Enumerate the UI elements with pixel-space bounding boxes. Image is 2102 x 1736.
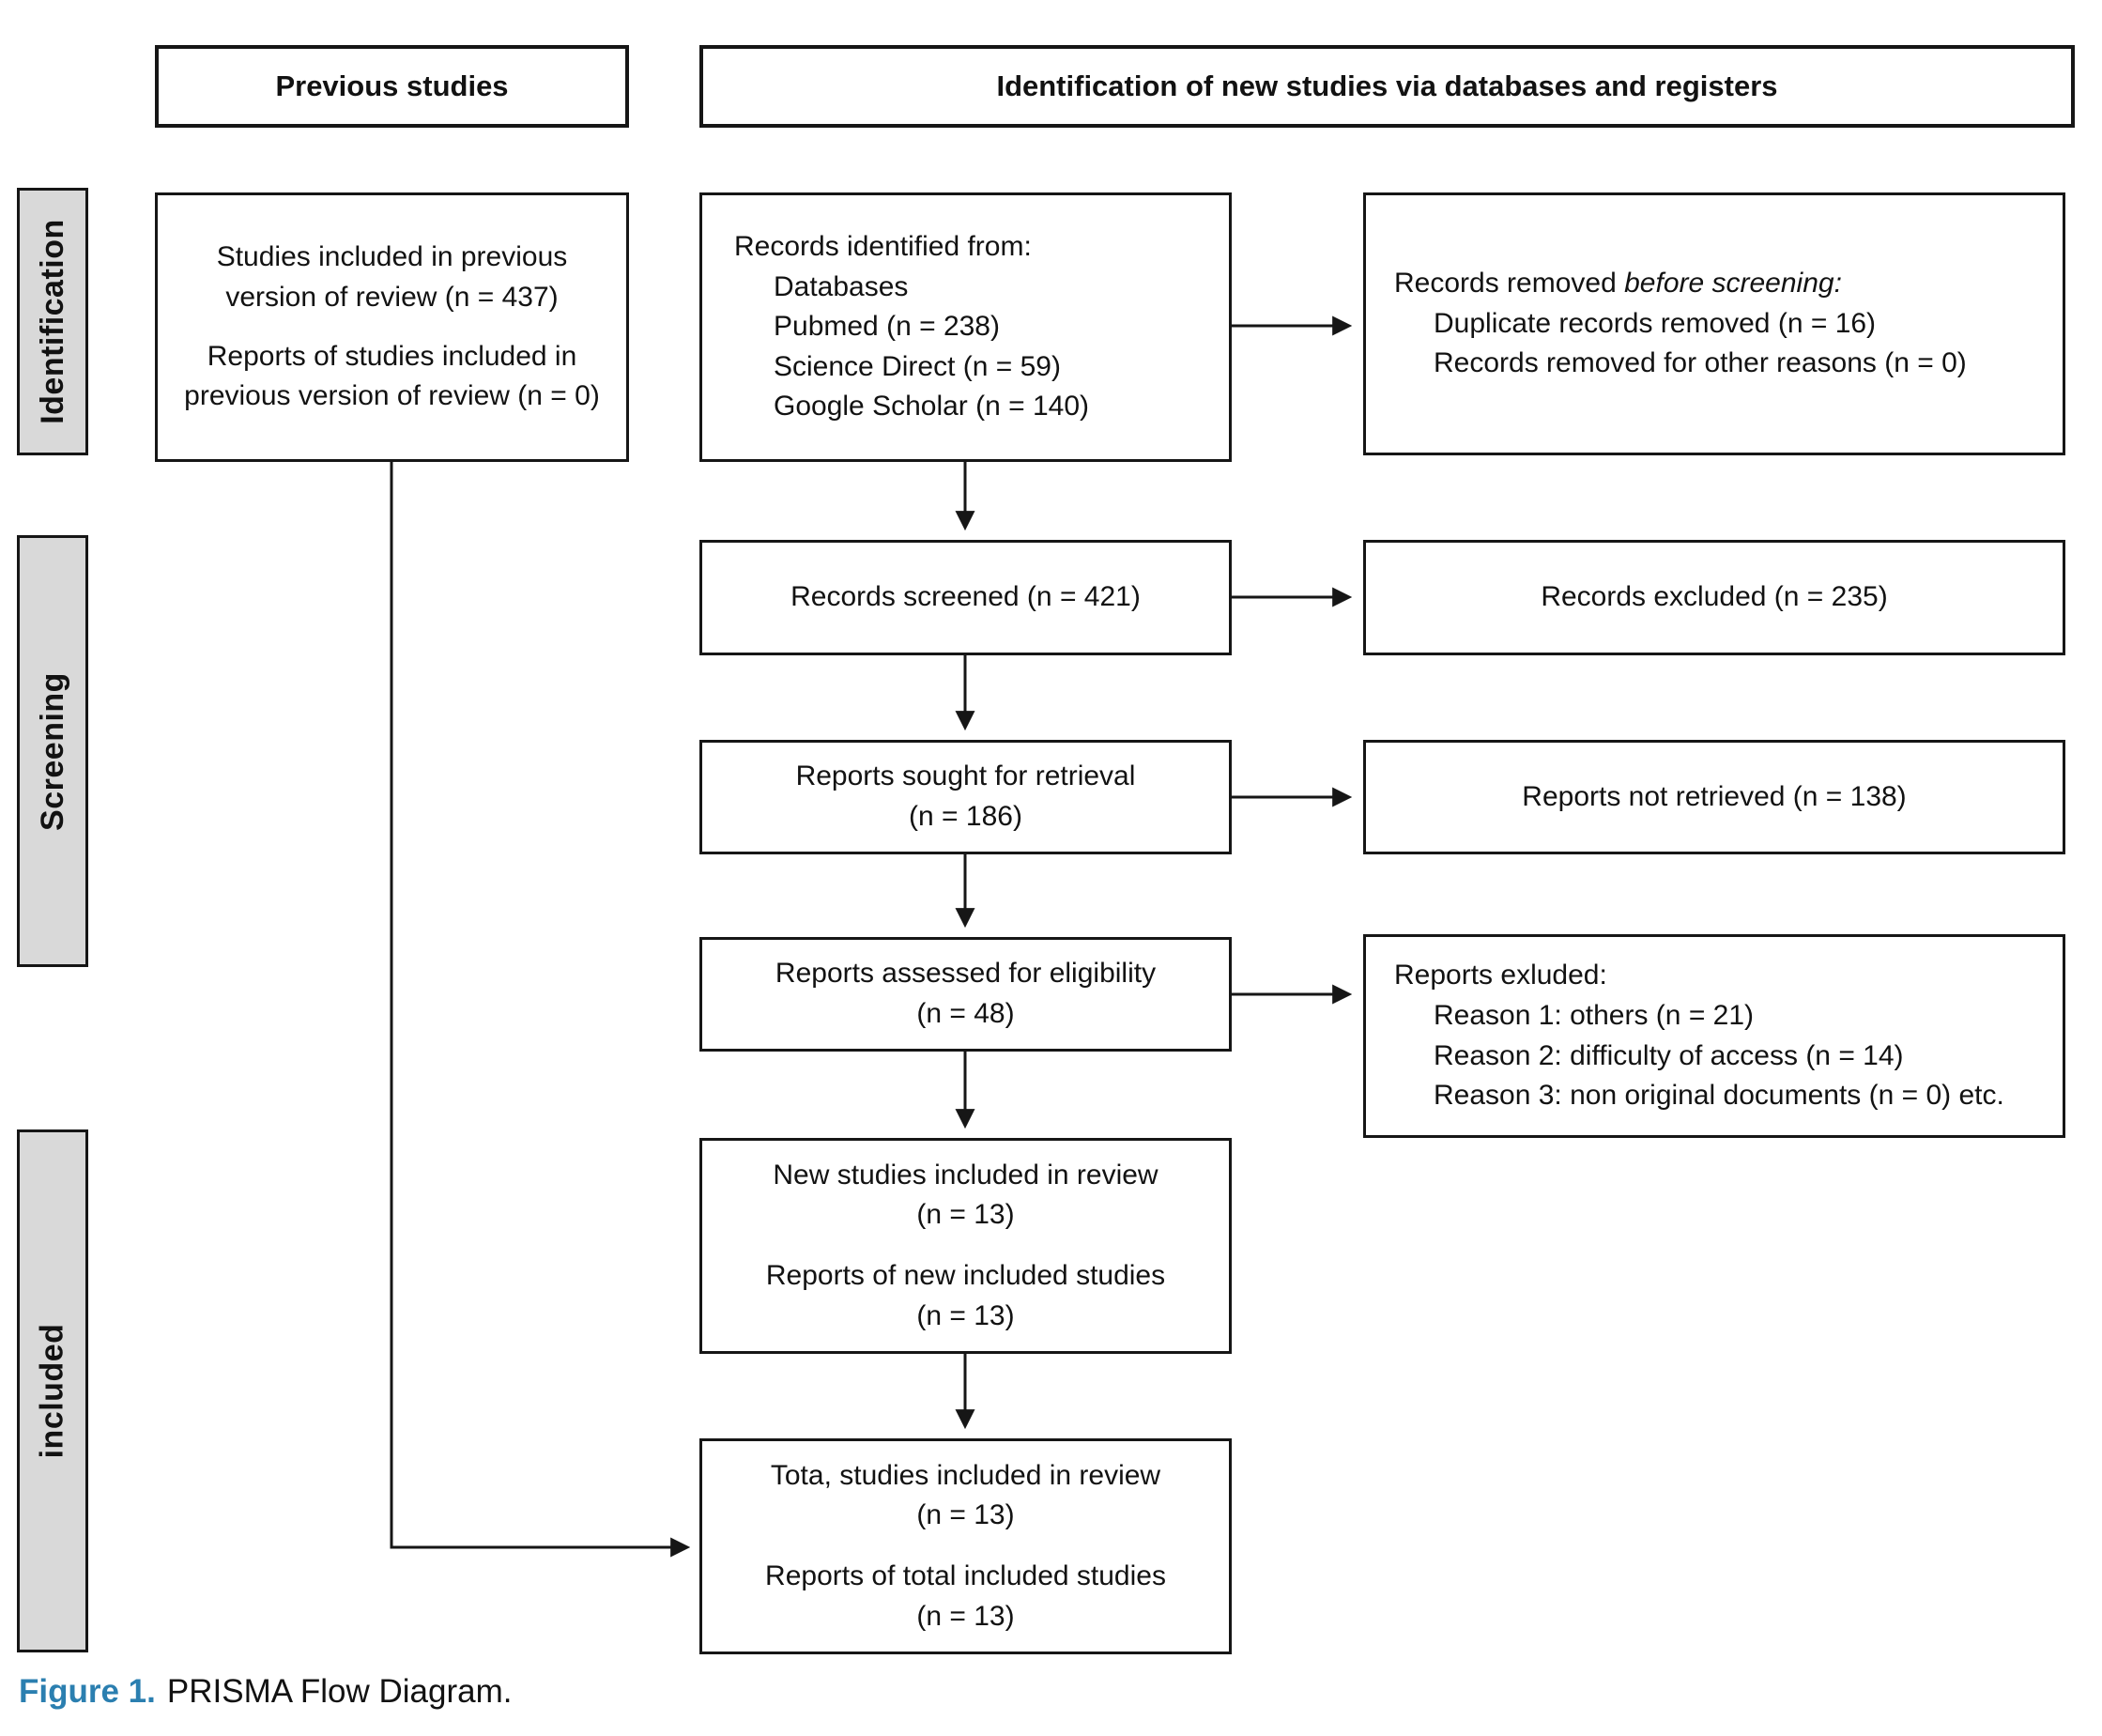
previous-studies-included-box: Studies included in previous version of …	[155, 192, 629, 462]
previous-studies-para2: Reports of studies included in previous …	[184, 340, 600, 412]
reports-not-retrieved-text: Reports not retrieved (n = 138)	[1522, 780, 1907, 812]
figure-caption-label: Figure 1.	[19, 1673, 156, 1710]
records-screened-box: Records screened (n = 421)	[699, 540, 1232, 655]
new-studies-line3: Reports of new included studies	[765, 1260, 1166, 1291]
new-studies-line1: New studies included in review	[773, 1159, 1158, 1191]
header-identification-new-studies: Identification of new studies via databa…	[699, 45, 2075, 128]
total-studies-line3: Reports of total included studies	[765, 1560, 1166, 1591]
records-removed-box: Records removed before screening: Duplic…	[1363, 192, 2065, 455]
reports-excluded-item: Reason 3: non original documents (n = 0)…	[1434, 1080, 2004, 1112]
header-previous-studies-label: Previous studies	[275, 69, 509, 102]
records-identified-item: Google Scholar (n = 140)	[774, 391, 1090, 422]
records-identified-item: Pubmed (n = 238)	[774, 311, 1000, 343]
stage-label-identification: Identification	[17, 188, 88, 455]
total-studies-line1: Tota, studies included in review	[770, 1459, 1161, 1491]
reports-sought-line2: (n = 186)	[909, 801, 1022, 832]
reports-excluded-item: Reason 1: others (n = 21)	[1434, 999, 1755, 1031]
reports-assessed-box: Reports assessed for eligibility (n = 48…	[699, 937, 1232, 1052]
total-studies-included-box: Tota, studies included in review (n = 13…	[699, 1438, 1232, 1654]
reports-excluded-box: Reports exluded: Reason 1: others (n = 2…	[1363, 934, 2065, 1138]
reports-excluded-title: Reports exluded:	[1394, 960, 1607, 991]
new-studies-line4: (n = 13)	[916, 1299, 1015, 1331]
records-screened-text: Records screened (n = 421)	[790, 581, 1141, 613]
records-excluded-text: Records excluded (n = 235)	[1541, 581, 1888, 613]
reports-sought-line1: Reports sought for retrieval	[795, 760, 1136, 792]
stage-label-screening-text: Screening	[34, 671, 70, 831]
stage-label-included: included	[17, 1129, 88, 1652]
records-identified-item: Databases	[774, 270, 909, 302]
previous-studies-para1: Studies included in previous version of …	[216, 241, 568, 313]
records-excluded-box: Records excluded (n = 235)	[1363, 540, 2065, 655]
records-removed-item: Records removed for other reasons (n = 0…	[1434, 347, 1967, 379]
stage-label-screening: Screening	[17, 535, 88, 967]
records-removed-title-regular: Records removed	[1394, 268, 1625, 300]
total-studies-line4: (n = 13)	[916, 1600, 1015, 1632]
reports-assessed-line1: Reports assessed for eligibility	[775, 958, 1157, 990]
records-identified-title: Records identified from:	[734, 231, 1032, 263]
new-studies-included-box: New studies included in review (n = 13) …	[699, 1138, 1232, 1354]
records-removed-item: Duplicate records removed (n = 16)	[1434, 307, 1877, 339]
records-identified-box: Records identified from: Databases Pubme…	[699, 192, 1232, 462]
reports-assessed-line2: (n = 48)	[916, 998, 1015, 1029]
records-removed-title: Records removed before screening:	[1394, 264, 1842, 304]
new-studies-line2: (n = 13)	[916, 1199, 1015, 1231]
total-studies-line2: (n = 13)	[916, 1499, 1015, 1531]
arrow-previous-to-total	[390, 462, 691, 1558]
reports-sought-box: Reports sought for retrieval (n = 186)	[699, 740, 1232, 854]
records-identified-item: Science Direct (n = 59)	[774, 350, 1061, 382]
figure-caption: Figure 1. PRISMA Flow Diagram.	[19, 1673, 512, 1711]
reports-excluded-item: Reason 2: difficulty of access (n = 14)	[1434, 1039, 1904, 1071]
reports-not-retrieved-box: Reports not retrieved (n = 138)	[1363, 740, 2065, 854]
header-identification-new-studies-label: Identification of new studies via databa…	[996, 69, 1778, 102]
records-removed-title-italic: before screening:	[1624, 268, 1842, 300]
stage-label-identification-text: Identification	[34, 219, 70, 424]
figure-caption-text: PRISMA Flow Diagram.	[166, 1673, 513, 1710]
header-previous-studies: Previous studies	[155, 45, 629, 128]
stage-label-included-text: included	[34, 1323, 70, 1459]
